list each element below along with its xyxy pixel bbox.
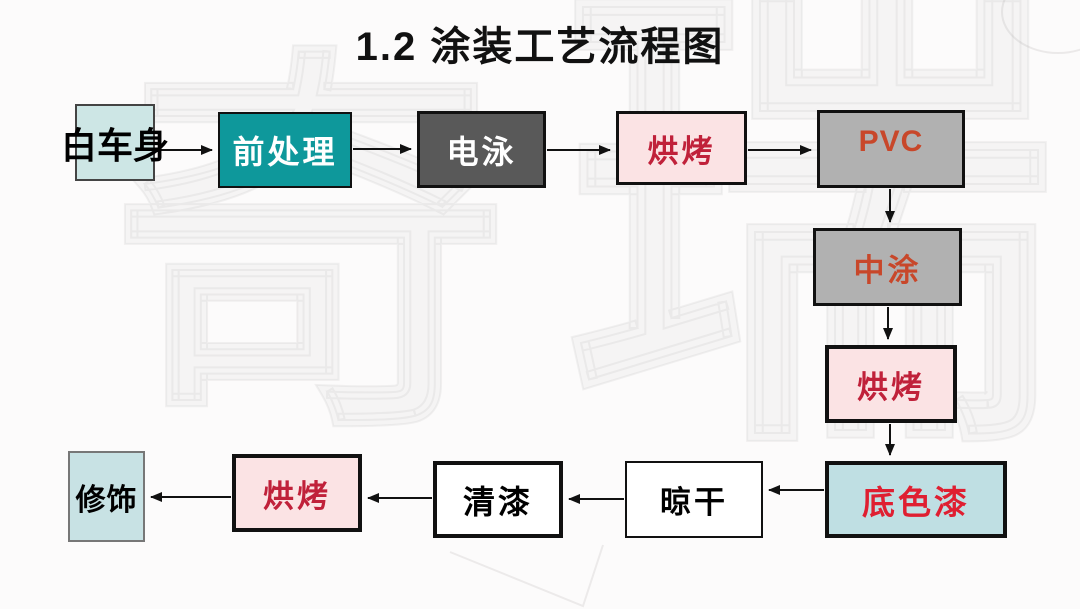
flow-node-label: 晾干 — [660, 485, 728, 520]
flow-node-label: 修饰 — [75, 483, 138, 517]
flow-node-pvc: PVC — [817, 110, 965, 188]
flow-node-pretreatment: 前处理 — [218, 112, 352, 188]
flow-node-label: 白车身 — [61, 124, 170, 166]
flow-node-label: 烘烤 — [263, 478, 331, 514]
flow-node-body-in-white: 白车身 — [61, 104, 169, 181]
flow-node-label: PVC — [858, 125, 924, 158]
watermark-char-2: 瑞 — [559, 0, 1061, 499]
flow-node-mid-coat: 中涂 — [813, 228, 962, 306]
flow-node-label: 烘烤 — [857, 369, 925, 405]
flow-node-label: 烘烤 — [647, 133, 716, 169]
flow-node-electrophoresis: 电泳 — [417, 111, 546, 188]
flow-node-label: 清漆 — [462, 483, 533, 520]
page-title: 1.2 涂装工艺流程图 — [355, 25, 725, 69]
flow-node-label: 底色漆 — [862, 483, 970, 521]
watermark-char-1: 奇 — [109, 26, 511, 473]
flow-node-baking-3: 烘烤 — [232, 454, 362, 532]
flow-node-clear-coat: 清漆 — [433, 461, 563, 538]
flow-node-base-coat: 底色漆 — [825, 461, 1007, 538]
flow-node-label: 前处理 — [232, 134, 338, 170]
flow-node-air-dry: 晾干 — [625, 461, 763, 538]
flow-node-baking-1: 烘烤 — [616, 111, 747, 185]
watermark-stroke — [449, 544, 604, 608]
flow-node-finishing: 修饰 — [68, 451, 145, 542]
flow-node-label: 中涂 — [853, 252, 922, 288]
flow-node-baking-2: 烘烤 — [825, 345, 957, 423]
flow-node-label: 电泳 — [446, 133, 517, 170]
